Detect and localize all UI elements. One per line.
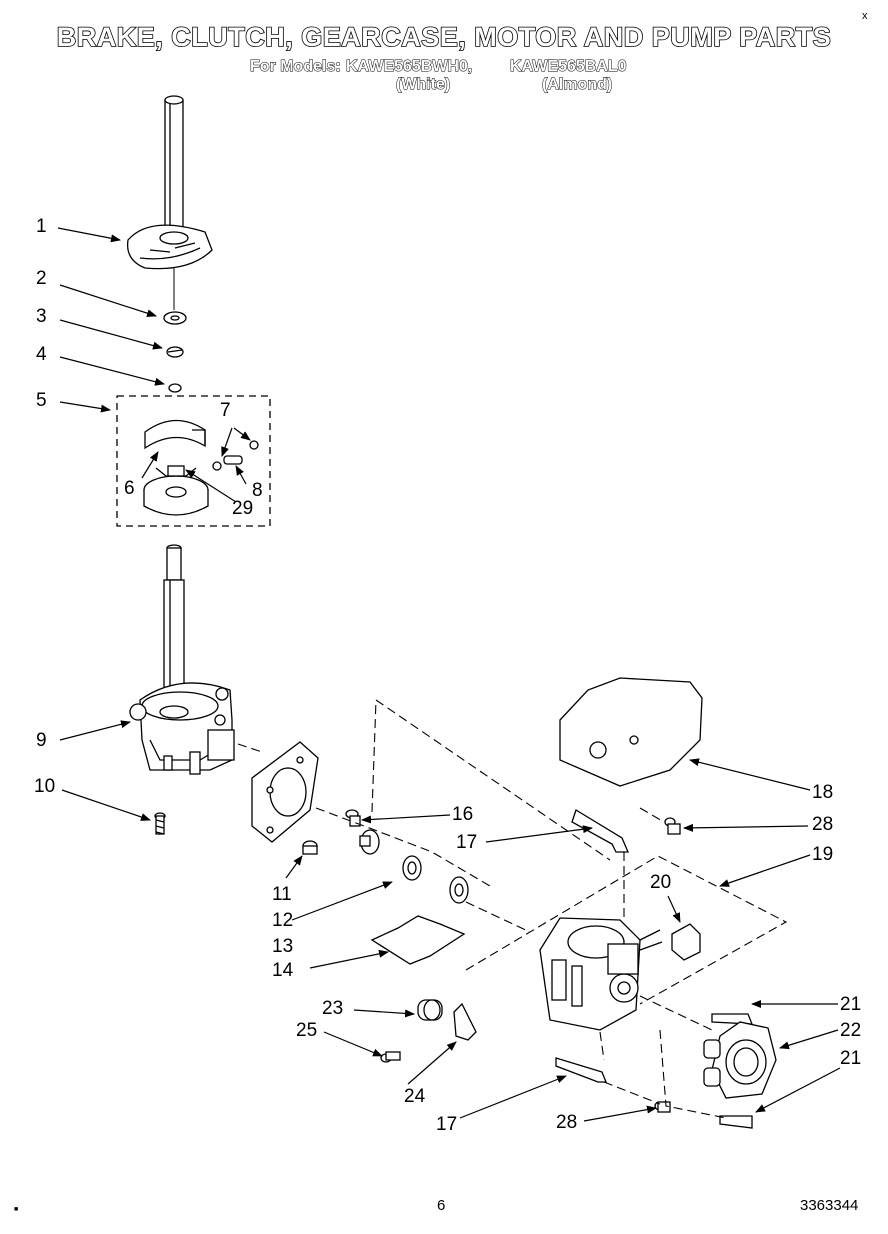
model-white: KAWE565BWH0, bbox=[345, 58, 473, 76]
callout-28-upper: 28 bbox=[812, 814, 834, 835]
callout-11: 11 bbox=[272, 884, 292, 905]
screw-part-25 bbox=[380, 1051, 401, 1063]
callout-25: 25 bbox=[296, 1020, 318, 1041]
document-number: 3363344 bbox=[800, 1197, 859, 1214]
callout-17-lower: 17 bbox=[436, 1114, 458, 1135]
callout-3: 3 bbox=[36, 306, 47, 327]
assembly-lines bbox=[237, 699, 788, 1119]
callout-23: 23 bbox=[322, 998, 344, 1019]
clip-part-17-upper bbox=[571, 809, 629, 853]
callout-21-lower: 21 bbox=[840, 1048, 862, 1069]
shield-part-18 bbox=[559, 677, 703, 787]
callout-24: 24 bbox=[404, 1086, 426, 1107]
callout-4: 4 bbox=[36, 344, 47, 365]
callout-8: 8 bbox=[252, 480, 263, 501]
margin-mark: ■ bbox=[14, 1206, 19, 1213]
clip-part-21-upper bbox=[711, 1013, 753, 1025]
clip-part-21-lower bbox=[719, 1115, 753, 1129]
callout-2: 2 bbox=[36, 268, 47, 289]
callout-18: 18 bbox=[812, 782, 834, 803]
callout-6: 6 bbox=[124, 478, 135, 499]
clutch-band-part-6 bbox=[144, 419, 206, 450]
callout-20: 20 bbox=[650, 872, 672, 893]
brake-plate-part-1 bbox=[126, 224, 213, 310]
callout-13: 13 bbox=[272, 936, 294, 957]
gearcase-part-9 bbox=[129, 682, 235, 775]
motor-part-19 bbox=[539, 917, 663, 1031]
model-almond: KAWE565BAL0 bbox=[509, 58, 627, 76]
for-models-label: For Models: bbox=[250, 58, 342, 76]
callout-28-lower: 28 bbox=[556, 1112, 578, 1133]
coupling-part-13 bbox=[402, 855, 422, 881]
corner-mark: x bbox=[862, 10, 868, 22]
coupling-part-13b bbox=[449, 876, 469, 904]
strap-part-24 bbox=[453, 1002, 477, 1041]
callout-21-upper: 21 bbox=[840, 994, 862, 1015]
spring-washer-part-3 bbox=[166, 346, 184, 358]
ring-part-4 bbox=[168, 383, 182, 393]
mounting-plate bbox=[251, 741, 319, 843]
clutch-hub-part-29 bbox=[143, 465, 209, 516]
callout-17-upper: 17 bbox=[456, 832, 478, 853]
callout-10: 10 bbox=[34, 776, 56, 797]
color-almond: (Almond) bbox=[541, 76, 613, 94]
page-number: 6 bbox=[437, 1197, 446, 1214]
callout-1: 1 bbox=[36, 216, 47, 237]
callout-14: 14 bbox=[272, 960, 294, 981]
color-white: (White) bbox=[395, 76, 451, 94]
nut-part-11 bbox=[302, 840, 318, 855]
callout-22: 22 bbox=[840, 1020, 862, 1041]
callout-7: 7 bbox=[220, 400, 231, 421]
lower-shaft bbox=[163, 544, 185, 701]
upper-shaft bbox=[164, 95, 184, 241]
callout-5: 5 bbox=[36, 390, 47, 411]
capacitor-part-23 bbox=[417, 999, 443, 1021]
clutch-assembly-box-part-5 bbox=[116, 395, 271, 527]
screw-part-16 bbox=[345, 809, 361, 827]
screw-part-10 bbox=[154, 812, 166, 835]
page-title: BRAKE, CLUTCH, GEARCASE, MOTOR AND PUMP … bbox=[56, 21, 832, 53]
clip-part-17-lower bbox=[555, 1057, 607, 1083]
coupling-part-12 bbox=[359, 829, 380, 855]
pads-part-7-8 bbox=[212, 440, 259, 471]
callout-29: 29 bbox=[232, 498, 254, 519]
leader-arrows bbox=[57, 227, 841, 1122]
insulator-part-14 bbox=[370, 915, 466, 965]
callout-9: 9 bbox=[36, 730, 47, 751]
callout-19: 19 bbox=[812, 844, 834, 865]
pump-part-22 bbox=[703, 1021, 777, 1099]
callout-16: 16 bbox=[452, 804, 474, 825]
callout-12: 12 bbox=[272, 910, 294, 931]
switch-part-20 bbox=[671, 923, 701, 961]
screw-part-28-upper bbox=[664, 817, 681, 835]
